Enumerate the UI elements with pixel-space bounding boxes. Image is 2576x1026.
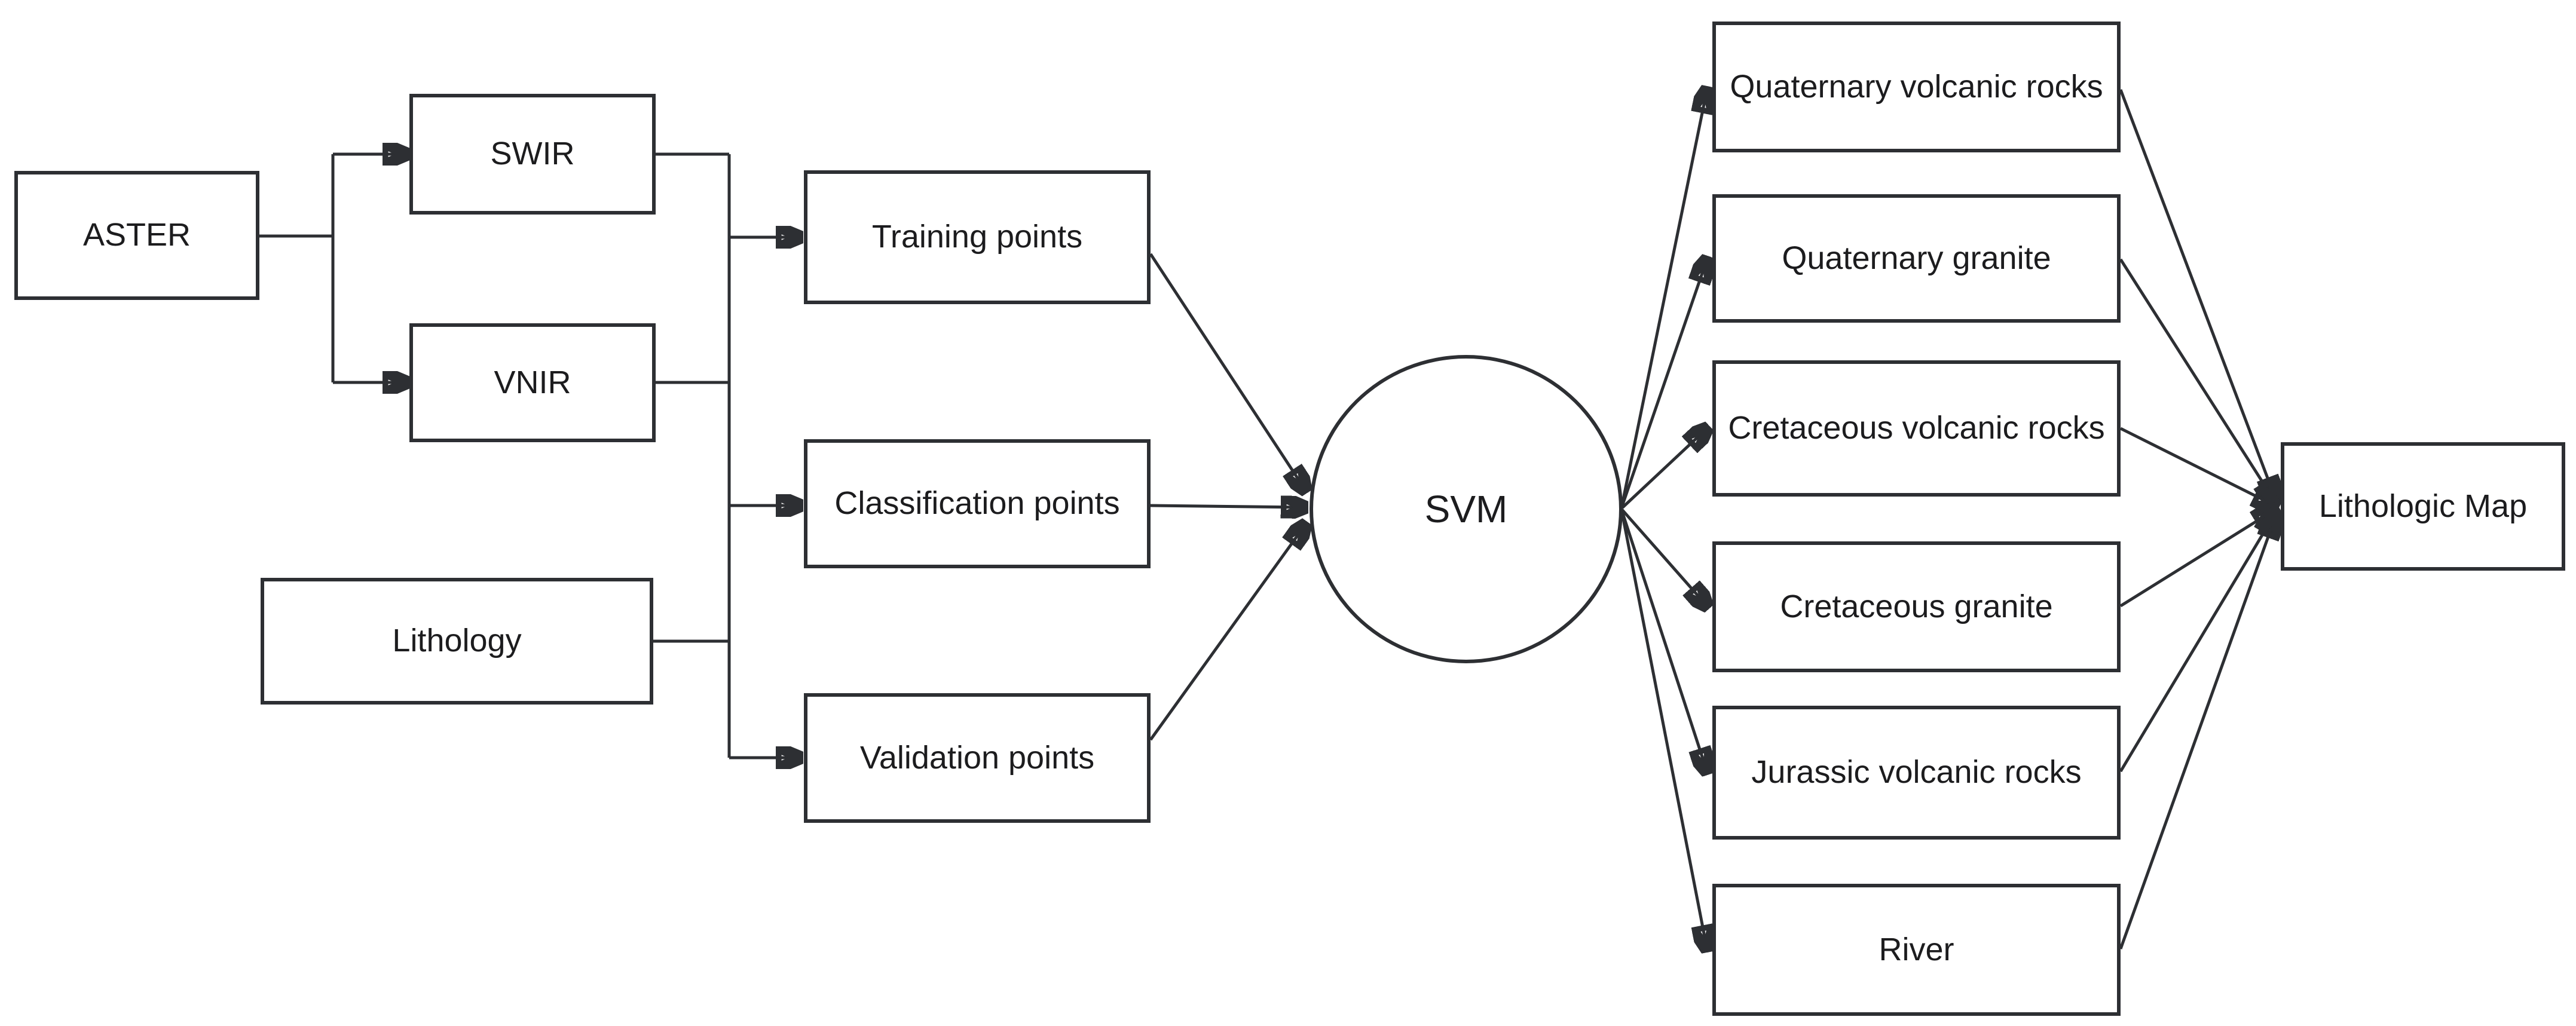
edge-classification-svm [1150, 506, 1305, 507]
node-svm: SVM [1310, 355, 1623, 663]
node-cretaceous-granite-label: Cretaceous granite [1780, 588, 2053, 624]
node-validation-points: Validation points [804, 693, 1151, 823]
edge-svm-q-granite [1620, 259, 1707, 507]
node-classification-points-label: Classification points [834, 485, 1120, 522]
node-lithologic-map-label: Lithologic Map [2318, 488, 2528, 524]
edge-c-granite-map [2119, 509, 2276, 608]
node-classification-points: Classification points [804, 439, 1151, 568]
edge-c-volcanic-map [2119, 427, 2276, 506]
node-lithologic-map: Lithologic Map [2281, 442, 2565, 571]
edge-svm-river [1620, 512, 1707, 949]
node-training-points: Training points [804, 170, 1151, 304]
node-cretaceous-volcanic-rocks-label: Cretaceous volcanic rocks [1728, 410, 2105, 446]
edge-svm-c-granite [1621, 509, 1707, 606]
node-quaternary-granite-label: Quaternary granite [1782, 240, 2051, 276]
node-quaternary-volcanic-rocks: Quaternary volcanic rocks [1712, 22, 2121, 152]
node-vnir-label: VNIR [494, 364, 571, 400]
node-river-label: River [1879, 931, 1954, 967]
node-aster-label: ASTER [82, 217, 191, 253]
node-river: River [1712, 884, 2121, 1016]
edge-validation-svm [1149, 525, 1305, 741]
node-cretaceous-volcanic-rocks: Cretaceous volcanic rocks [1712, 360, 2121, 497]
node-quaternary-volcanic-rocks-label: Quaternary volcanic rocks [1730, 68, 2103, 105]
edge-training-svm [1149, 253, 1305, 490]
node-jurassic-volcanic-rocks: Jurassic volcanic rocks [1712, 706, 2121, 840]
node-cretaceous-granite: Cretaceous granite [1712, 541, 2121, 672]
node-swir-label: SWIR [490, 136, 575, 172]
edge-aster-branch [259, 154, 335, 382]
edge-j-volcanic-map [2119, 512, 2276, 773]
node-svm-label: SVM [1424, 487, 1508, 531]
node-aster: ASTER [14, 171, 259, 300]
node-lithology: Lithology [261, 578, 653, 705]
node-jurassic-volcanic-rocks-label: Jurassic volcanic rocks [1751, 754, 2082, 791]
node-swir: SWIR [409, 94, 656, 215]
edge-svm-q-volcanic [1620, 90, 1707, 506]
edge-q-granite-map [2119, 258, 2276, 503]
edge-svm-c-volcanic [1621, 428, 1707, 509]
node-vnir: VNIR [409, 323, 656, 442]
node-validation-points-label: Validation points [859, 739, 1095, 776]
edge-svm-j-volcanic [1620, 511, 1707, 771]
edge-river-map [2119, 515, 2276, 950]
node-training-points-label: Training points [871, 219, 1083, 255]
node-lithology-label: Lithology [392, 623, 522, 659]
node-quaternary-granite: Quaternary granite [1712, 194, 2121, 323]
edge-q-volcanic-map [2119, 89, 2276, 500]
